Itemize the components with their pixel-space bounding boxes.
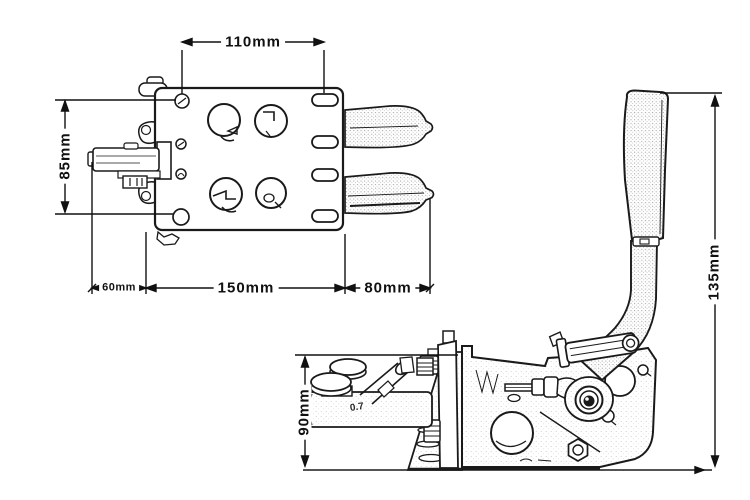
pivot-hub	[564, 376, 614, 422]
handbrake-side-view	[303, 89, 712, 471]
lever-grip	[622, 89, 670, 243]
dim-85mm-label: 85mm	[57, 128, 74, 184]
plate-slots	[311, 93, 339, 223]
master-cylinder-top	[87, 141, 172, 189]
bracket-holes	[490, 364, 652, 455]
master-cylinder-side	[307, 356, 434, 428]
plate-clip	[156, 230, 180, 246]
dim-80mm-label: 80mm	[360, 280, 416, 296]
dim-60mm-label: 60mm	[99, 282, 139, 294]
dim-90mm-label: 90mm	[296, 384, 313, 440]
handbrake-top-view	[87, 76, 435, 246]
handle-grips-top	[344, 105, 435, 215]
plate-holes	[172, 93, 288, 226]
cylinder-size-marking: 0.7	[349, 401, 365, 414]
lock-cylinder	[548, 331, 640, 368]
dim-150mm-label: 150mm	[213, 280, 279, 296]
dim-110mm-label: 110mm	[221, 34, 285, 50]
dim-135mm-label: 135mm	[706, 239, 723, 305]
hex-bolt	[567, 438, 589, 462]
